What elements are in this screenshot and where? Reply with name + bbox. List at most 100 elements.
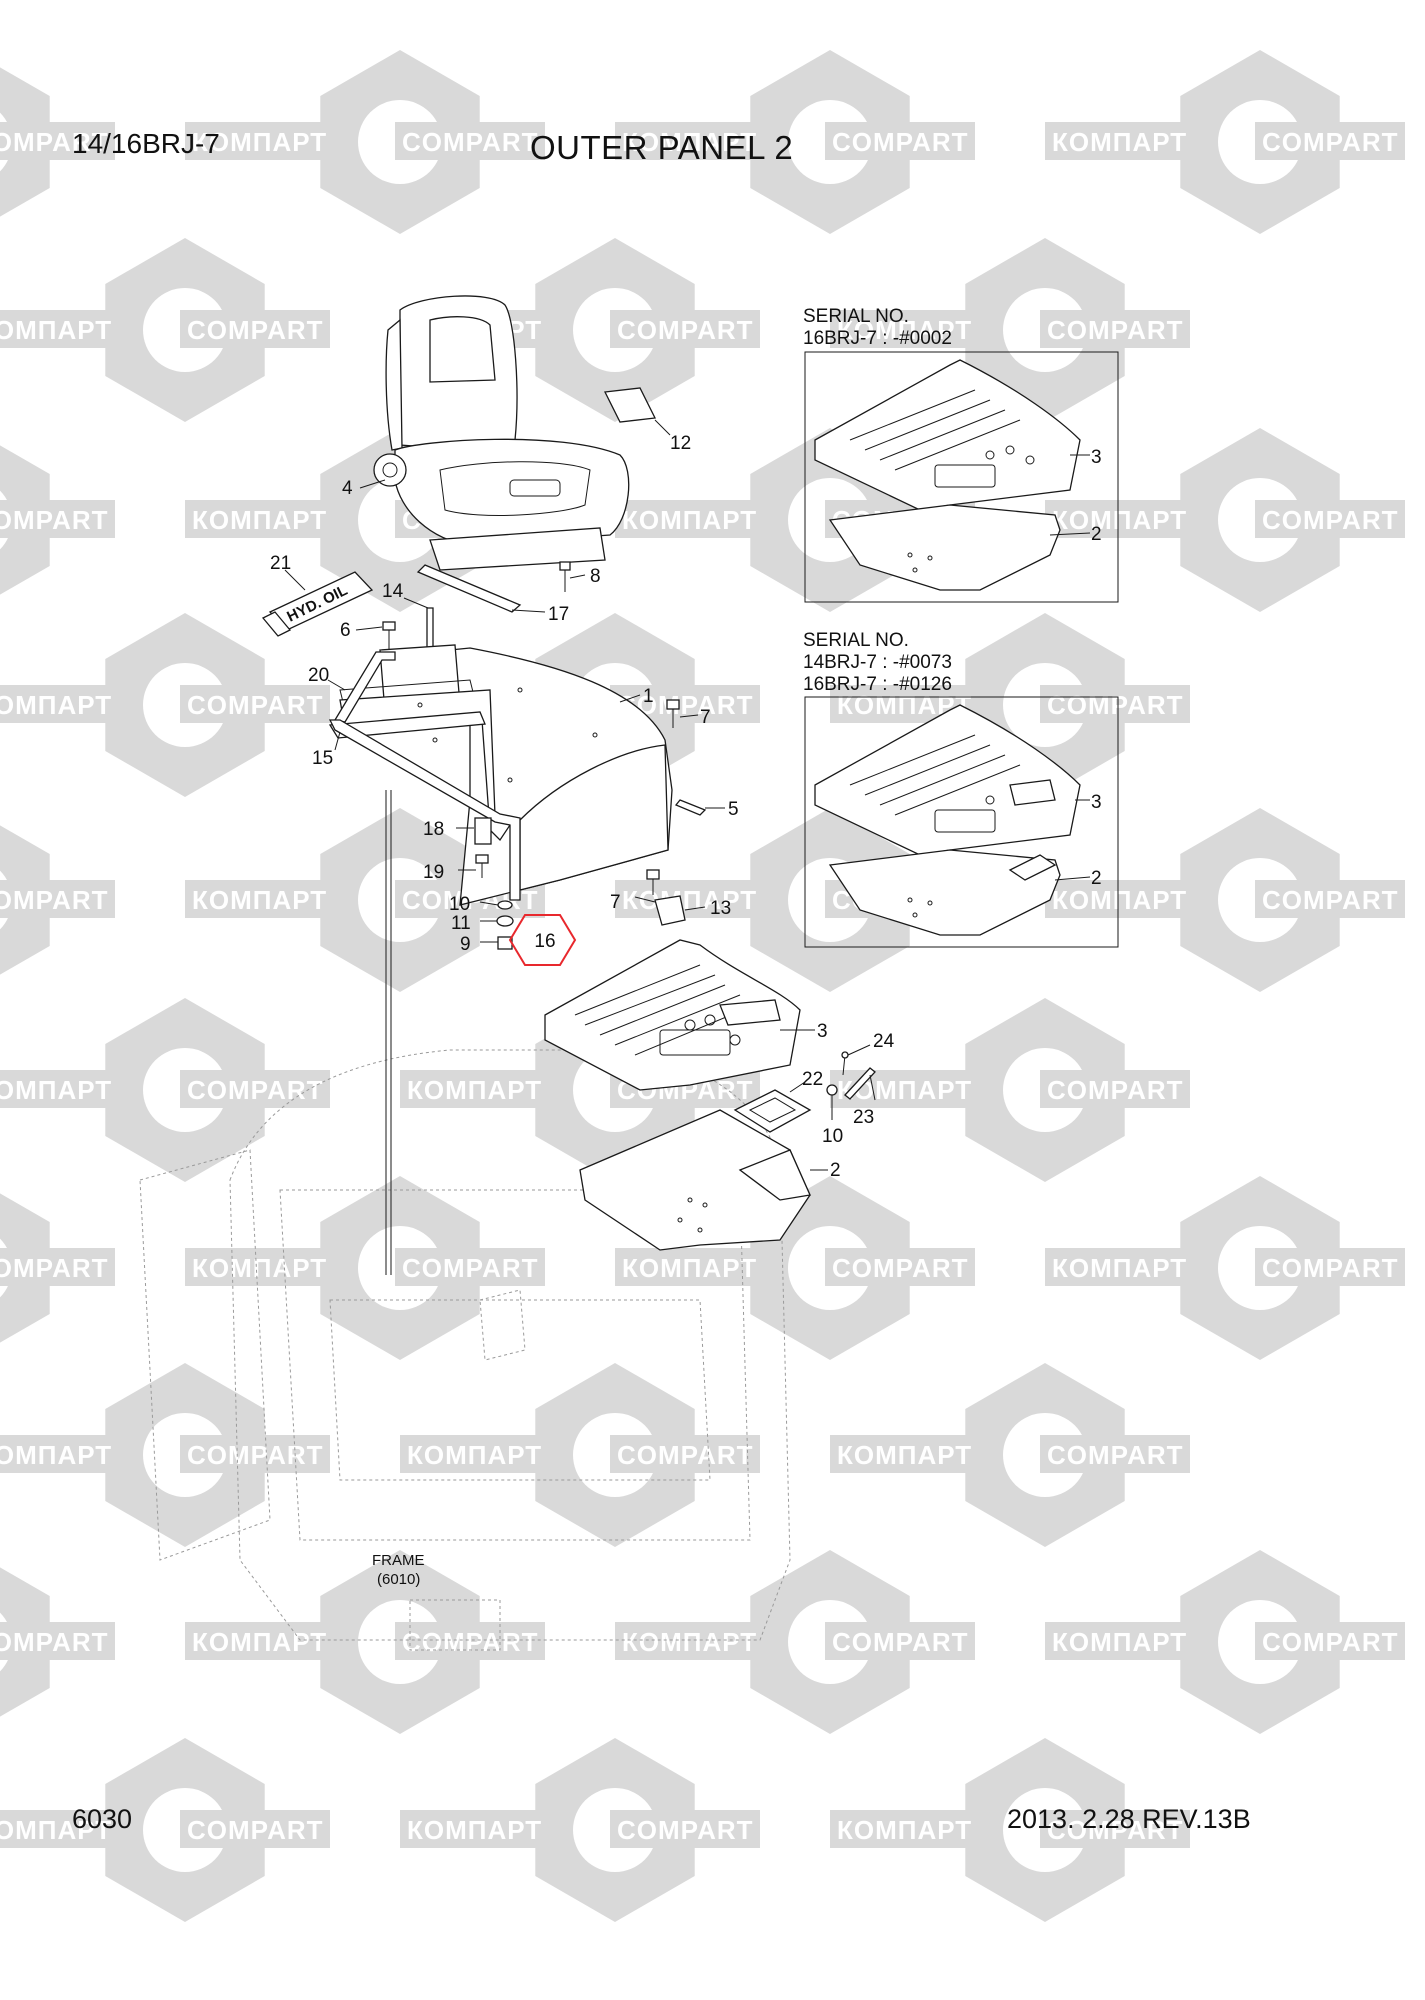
watermark-text-latin: COMPART [1262,127,1399,157]
watermark-text-latin: COMPART [187,1075,324,1105]
frame-label: FRAME [372,1552,425,1569]
callout-5[interactable]: 5 [728,799,739,820]
watermark-text-cyrillic: КОМПАРТ [0,1075,112,1105]
inset-1-serial-line: 16BRJ-7 : -#0002 [803,328,952,349]
page-number: 6030 [72,1804,133,1834]
callout-10a[interactable]: 10 [449,894,470,915]
callout-11[interactable]: 11 [451,913,471,934]
bolt-part-6 [382,621,396,650]
callout-6[interactable]: 6 [340,620,351,641]
callout-8[interactable]: 8 [590,566,601,587]
callout-3[interactable]: 3 [817,1021,828,1042]
callout-10b[interactable]: 10 [822,1126,843,1147]
watermark-text-cyrillic: КОМПАРТ [622,505,757,535]
watermark-text-cyrillic: КОМПАРТ [192,1627,327,1657]
inset-1-callout-2[interactable]: 2 [1091,524,1102,545]
callout-2[interactable]: 2 [830,1160,841,1181]
watermark-logo: КОМПАРТ COMPART [615,1550,975,1734]
callout-1[interactable]: 1 [643,686,654,707]
pad-part-12 [604,387,656,423]
model-number: 14/16BRJ-7 [72,128,220,159]
inset-1-mat [814,359,1081,511]
watermark-text-cyrillic: КОМПАРТ [1052,1253,1187,1283]
callout-17[interactable]: 17 [548,604,569,625]
outer-panel-part-1 [328,644,673,906]
pin-part-23 [844,1067,876,1100]
watermark-text-cyrillic: КОМПАРТ [622,1627,757,1657]
revision-date: 2013. 2.28 REV.13B [1007,1804,1251,1834]
watermark-text-latin: COMPART [1262,885,1399,915]
bolt-part-7a [666,699,680,728]
inset-1-callout-3[interactable]: 3 [1091,447,1102,468]
watermark-text-latin: COMPART [187,1815,324,1845]
callout-15[interactable]: 15 [312,748,333,769]
inset-2-callout-3[interactable]: 3 [1091,792,1102,813]
callout-22[interactable]: 22 [802,1069,823,1090]
callout-4[interactable]: 4 [342,478,353,499]
callout-21[interactable]: 21 [270,553,291,574]
watermark-text-latin: COMPART [617,315,754,345]
watermark-text-latin: COMPART [0,505,109,535]
callout-24[interactable]: 24 [873,1031,895,1052]
watermark-text-latin: COMPART [187,315,324,345]
washer-part-11 [496,915,514,927]
watermark-text-cyrillic: КОМПАРТ [837,1815,972,1845]
watermark-text-cyrillic: КОМПАРТ [1052,505,1187,535]
callout-20[interactable]: 20 [308,665,329,686]
watermark-text-cyrillic: КОМПАРТ [622,127,757,157]
inset-2-plate [828,849,1061,936]
watermark-logo: КОМПАРТ COMPART [400,1363,760,1547]
inset-box-2 [804,696,1119,948]
watermark-text-cyrillic: КОМПАРТ [0,1440,112,1470]
watermark-text-cyrillic: КОМПАРТ [407,1075,542,1105]
watermark-logo: КОМПАРТ COMPART [615,50,975,234]
inset-2-heading: SERIAL NO. [803,630,909,651]
callout-23[interactable]: 23 [853,1107,874,1128]
inset-2-serial-line-1: 14BRJ-7 : -#0073 [803,652,952,673]
strip-part-5 [674,799,707,816]
watermark-text-latin: COMPART [617,1815,754,1845]
plate-part-22 [733,1089,812,1133]
spacer-part-18 [474,817,492,845]
watermark-text-latin: COMPART [617,1440,754,1470]
inset-1-heading: SERIAL NO. [803,306,909,327]
watermark-text-cyrillic: КОМПАРТ [0,690,112,720]
watermark-text-latin: COMPART [402,1253,539,1283]
callout-7a[interactable]: 7 [700,707,711,728]
callout-19[interactable]: 19 [423,862,444,883]
callout-7b[interactable]: 7 [610,892,621,913]
inset-2-callout-2[interactable]: 2 [1091,868,1102,889]
watermark-text-latin: COMPART [187,1440,324,1470]
watermark-text-cyrillic: КОМПАРТ [407,1440,542,1470]
callout-18[interactable]: 18 [423,819,444,840]
watermark-text-cyrillic: КОМПАРТ [1052,1627,1187,1657]
watermark-text-latin: COMPART [0,127,109,157]
callout-9[interactable]: 9 [460,934,471,955]
bolt-part-19 [475,854,489,878]
callout-13[interactable]: 13 [710,898,731,919]
watermark-text-cyrillic: КОМПАРТ [192,1253,327,1283]
watermark-text-cyrillic: КОМПАРТ [837,315,972,345]
callout-16[interactable]: 16 [534,931,555,952]
watermark-text-latin: COMPART [832,127,969,157]
callout-16-highlight[interactable] [508,914,577,966]
watermark-text-latin: COMPART [1047,1075,1184,1105]
callout-14[interactable]: 14 [382,581,404,602]
watermark-text-latin: COMPART [832,1627,969,1657]
bolt-part-8 [559,561,571,592]
washer-part-10a [497,900,513,910]
callout-12[interactable]: 12 [670,433,691,454]
